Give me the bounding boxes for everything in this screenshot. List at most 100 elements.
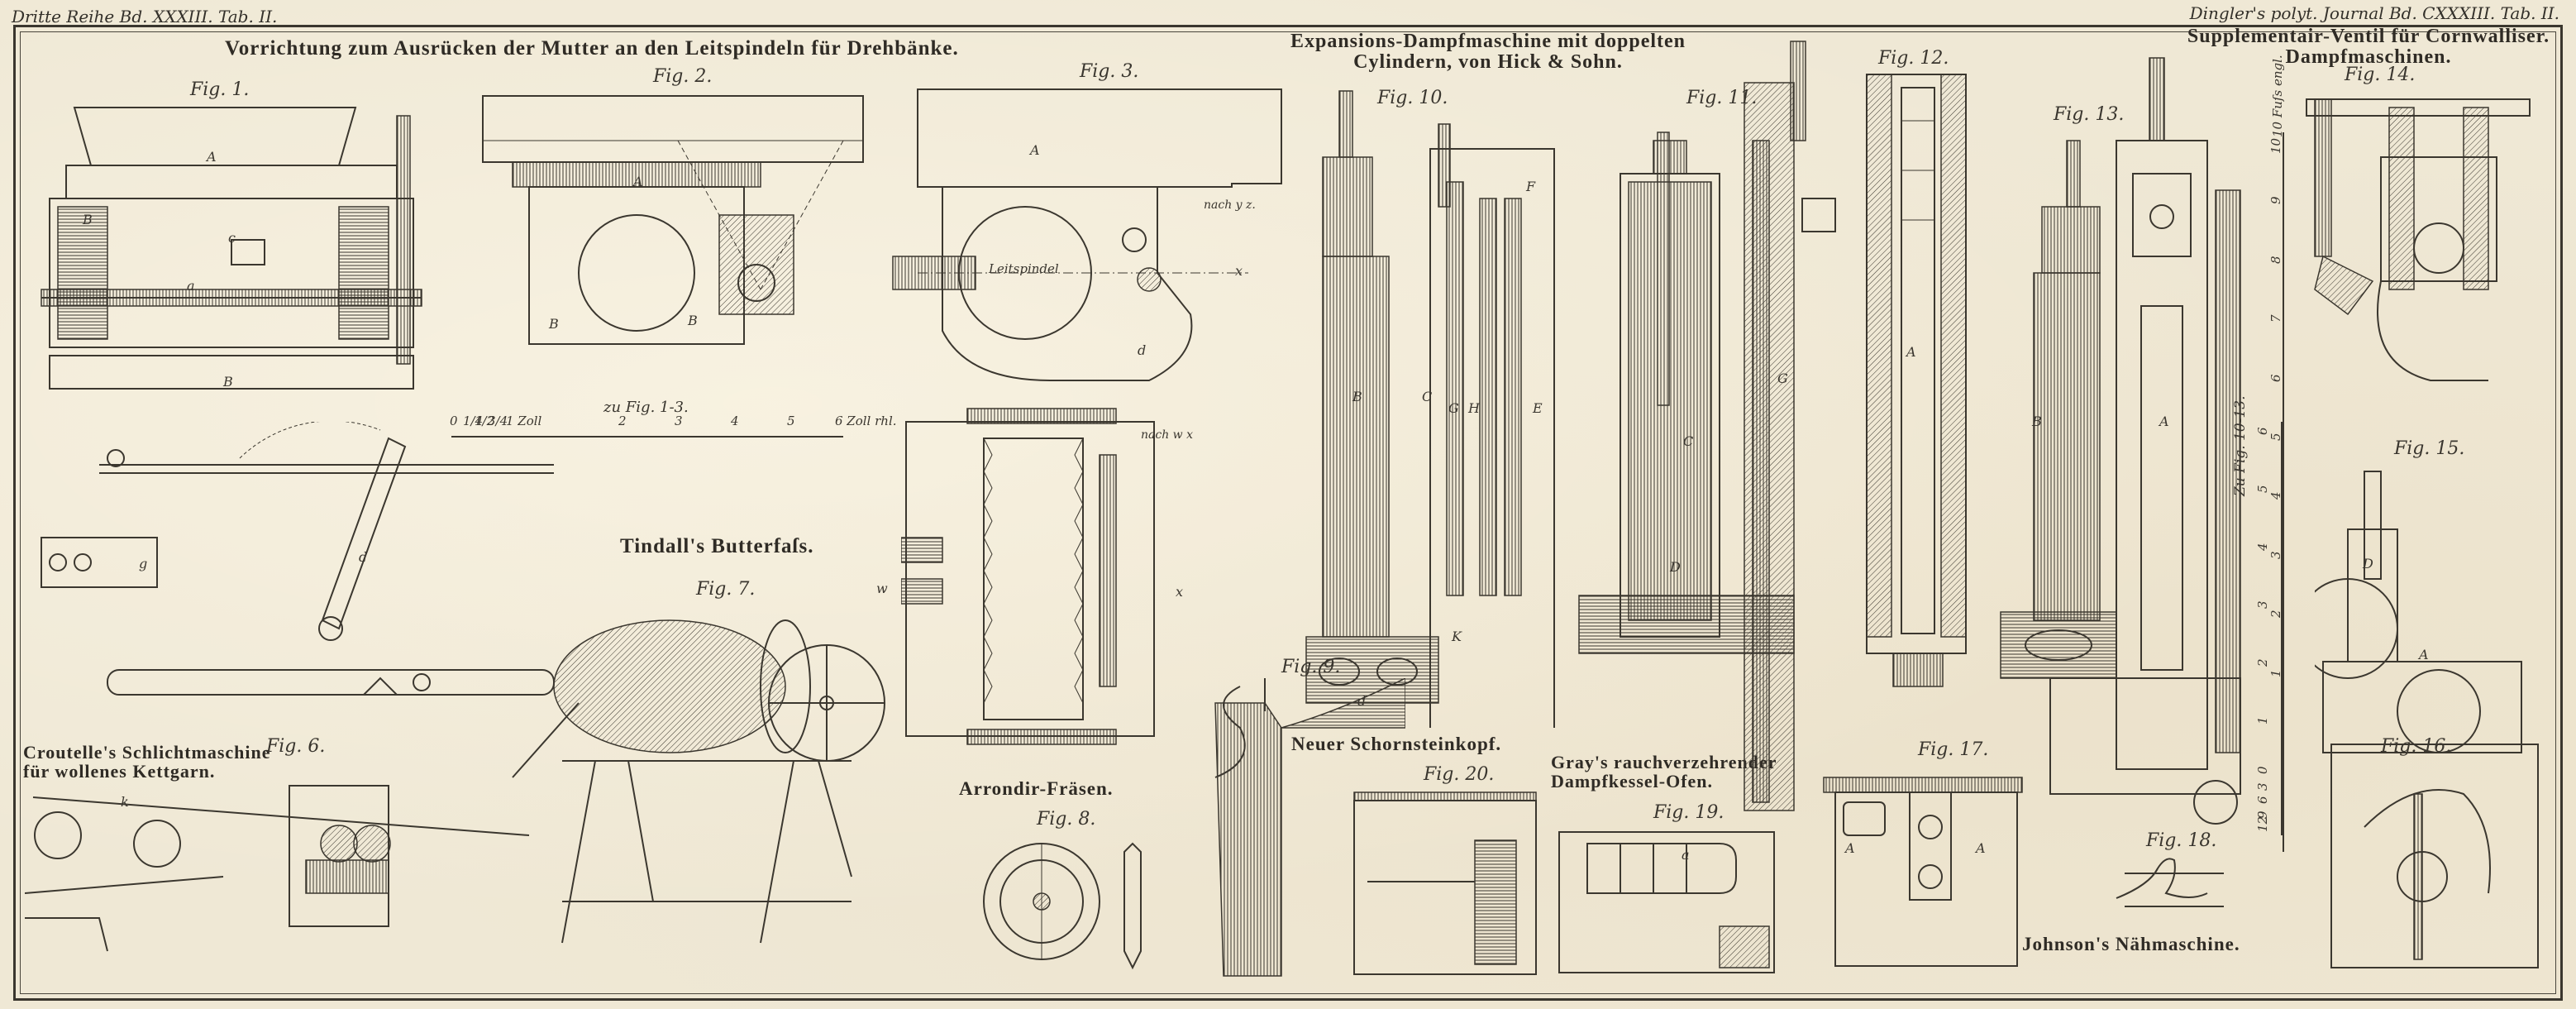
fig-11-label-G: G — [1777, 371, 1788, 386]
title-supplementair-ventil: Supplementair-Ventil für Cornwalliser. D… — [2182, 26, 2555, 68]
fig-15-label-D: D — [2363, 556, 2373, 571]
scale-fig10-13-tick-label: 0 — [2255, 766, 2270, 774]
fig-19-label-a: a — [1682, 847, 1690, 863]
title-expansions-line1: Expansions-Dampfmaschine mit doppelten — [1290, 31, 1686, 52]
scale-fig1-3-tick-label: 1 Zoll — [506, 414, 542, 428]
fig-10-label-E: E — [1533, 400, 1543, 416]
fig-17-label: Fig. 17. — [1918, 739, 1989, 760]
scale-fig14-tick-label: 3 — [2268, 551, 2283, 559]
title-supplementair-line1: Supplementair-Ventil für Cornwalliser. — [2187, 26, 2550, 47]
fig-10-label-K: K — [1452, 629, 1462, 644]
fig-6-label-k: k — [121, 794, 129, 810]
fig-11-label-D: D — [1670, 559, 1681, 575]
scale-fig1-3-tick-label: 4 — [731, 414, 739, 428]
fig-14-drawing — [2306, 98, 2531, 381]
fig-13-label-A: A — [2159, 414, 2169, 429]
fig-11-label-C: C — [1683, 433, 1694, 449]
fig-10-label-C: C — [1422, 389, 1433, 404]
scale-fig14-title: 10 Fuſs engl. — [2270, 55, 2285, 137]
scale-fig1-3-tick-label: 6 Zoll rhl. — [835, 414, 897, 428]
fig-14-label: Fig. 14. — [2345, 65, 2416, 85]
fig-2-label-A: A — [633, 174, 643, 189]
fig-5-label-d: d — [359, 549, 368, 565]
fig-10-label-F: F — [1526, 179, 1536, 194]
fig-12-drawing — [1866, 74, 1967, 687]
title-expansions-line2: Cylindern, von Hick & Sohn. — [1353, 51, 1623, 74]
fig-2-label: Fig. 2. — [653, 66, 713, 87]
fig-19-drawing — [1558, 831, 1775, 973]
fig-section-label-nach-wx: nach w x — [1141, 428, 1193, 442]
scale-fig1-3-tick-label: 3/4 — [488, 414, 508, 428]
plate-header-left: Dritte Reihe Bd. XXXIII. Tab. II. — [12, 7, 278, 26]
fig-6-drawing — [25, 785, 530, 952]
title-johnson-naehmaschine: Johnson's Nähmaschine. — [2022, 934, 2240, 954]
fig-20-drawing — [1353, 791, 1537, 975]
fig-17-label-A: A — [1845, 840, 1855, 856]
fig-15-label-A: A — [2419, 647, 2429, 662]
title-croutelle: Croutelle's Schlichtmaschine für wollene… — [23, 743, 271, 781]
title-croutelle-line1: Croutelle's Schlichtmaschine — [23, 742, 271, 763]
fig-1-label-a: a — [187, 278, 195, 294]
scale-fig14-bar — [2283, 132, 2284, 852]
scale-fig1-3-tick-label: 0 — [450, 414, 458, 428]
scale-fig10-13-title: Zu Fig. 10-13. — [2232, 395, 2249, 497]
fig-3-label: Fig. 3. — [1080, 61, 1139, 82]
fig-18-drawing — [2116, 858, 2224, 907]
scale-fig1-3-tick-label: 3 — [675, 414, 683, 428]
scale-fig14-tick-label: 7 — [2268, 314, 2283, 323]
fig-4-label-g: g — [139, 556, 148, 571]
title-vorrichtung: Vorrichtung zum Ausrücken der Mutter an … — [225, 37, 959, 60]
fig-12-label-A: A — [1906, 344, 1916, 360]
scale-fig10-13-tick-label: 6 — [2255, 796, 2270, 804]
fig-10-label-B: B — [1352, 389, 1362, 404]
fig-17-drawing — [1823, 777, 2023, 967]
fig-17-label-A2: A — [1976, 840, 1986, 856]
fig-3-drawing — [892, 88, 1282, 381]
scale-fig1-3-tick-label: 1/2 — [475, 414, 495, 428]
title-expansions-dampfmaschine: Expansions-Dampfmaschine mit doppelten C… — [1290, 31, 1686, 73]
fig-13-label-B: B — [2032, 414, 2042, 429]
fig-1-label-B: B — [83, 212, 93, 227]
scale-fig10-13-tick-label: 3 — [2255, 600, 2270, 609]
fig-2-label-B2: B — [688, 313, 698, 328]
scale-fig14-tick-label: 4 — [2268, 491, 2283, 500]
fig-section-label-w: w — [876, 581, 888, 596]
fig-7-label: Fig. 7. — [696, 579, 756, 600]
fig-11-drawing — [1578, 41, 1836, 811]
scale-fig14-tick-label: 1 — [2268, 669, 2283, 677]
scale-fig10-13-tick-label: 3 — [2255, 782, 2270, 791]
fig-15-label: Fig. 15. — [2394, 438, 2465, 459]
scale-fig1-3-tick-label: 1/4 — [463, 414, 484, 428]
scale-fig10-13-tick-label: 9 — [2255, 811, 2270, 819]
plate-inner-border — [20, 31, 2556, 994]
plate-border — [13, 25, 2563, 1001]
fig-12-label: Fig. 12. — [1878, 48, 1949, 69]
fig-1-drawing — [41, 107, 422, 390]
scale-fig14-tick-label: 2 — [2268, 610, 2283, 619]
scale-fig1-3-title: zu Fig. 1-3. — [603, 399, 689, 416]
fig-1-label-A: A — [207, 149, 217, 165]
scale-fig10-13-tick-label: 2 — [2255, 658, 2270, 667]
fig-20-label: Fig. 20. — [1424, 764, 1495, 785]
scale-fig14-tick-label: 8 — [2268, 256, 2283, 264]
fig-8-label: Fig. 8. — [1037, 809, 1096, 830]
fig-8-drawing — [983, 842, 1142, 970]
fig-section-label-x: x — [1176, 584, 1184, 600]
fig-15-16-drawing — [2315, 471, 2539, 968]
title-croutelle-line2: für wollenes Kettgarn. — [23, 761, 216, 782]
fig-3-label-A: A — [1030, 142, 1040, 158]
fig-10-label-H: H — [1468, 400, 1480, 416]
fig-13-label: Fig. 13. — [2054, 104, 2125, 125]
fig-2-drawing — [482, 95, 864, 345]
fig-1-label: Fig. 1. — [190, 79, 250, 100]
title-arrondir-fraesen: Arrondir-Fräsen. — [959, 778, 1114, 799]
fig-7-drawing — [512, 619, 885, 944]
fig-6-label: Fig. 6. — [266, 736, 326, 757]
scale-fig14-tick-label: 5 — [2268, 433, 2283, 441]
title-gray-line2: Dampfkessel-Ofen. — [1551, 771, 1714, 792]
fig-leitspindel-section-drawing — [901, 408, 1155, 745]
fig-3-label-x: x — [1235, 263, 1243, 279]
fig-3-label-d: d — [1138, 342, 1147, 358]
fig-2-label-B: B — [549, 316, 559, 332]
